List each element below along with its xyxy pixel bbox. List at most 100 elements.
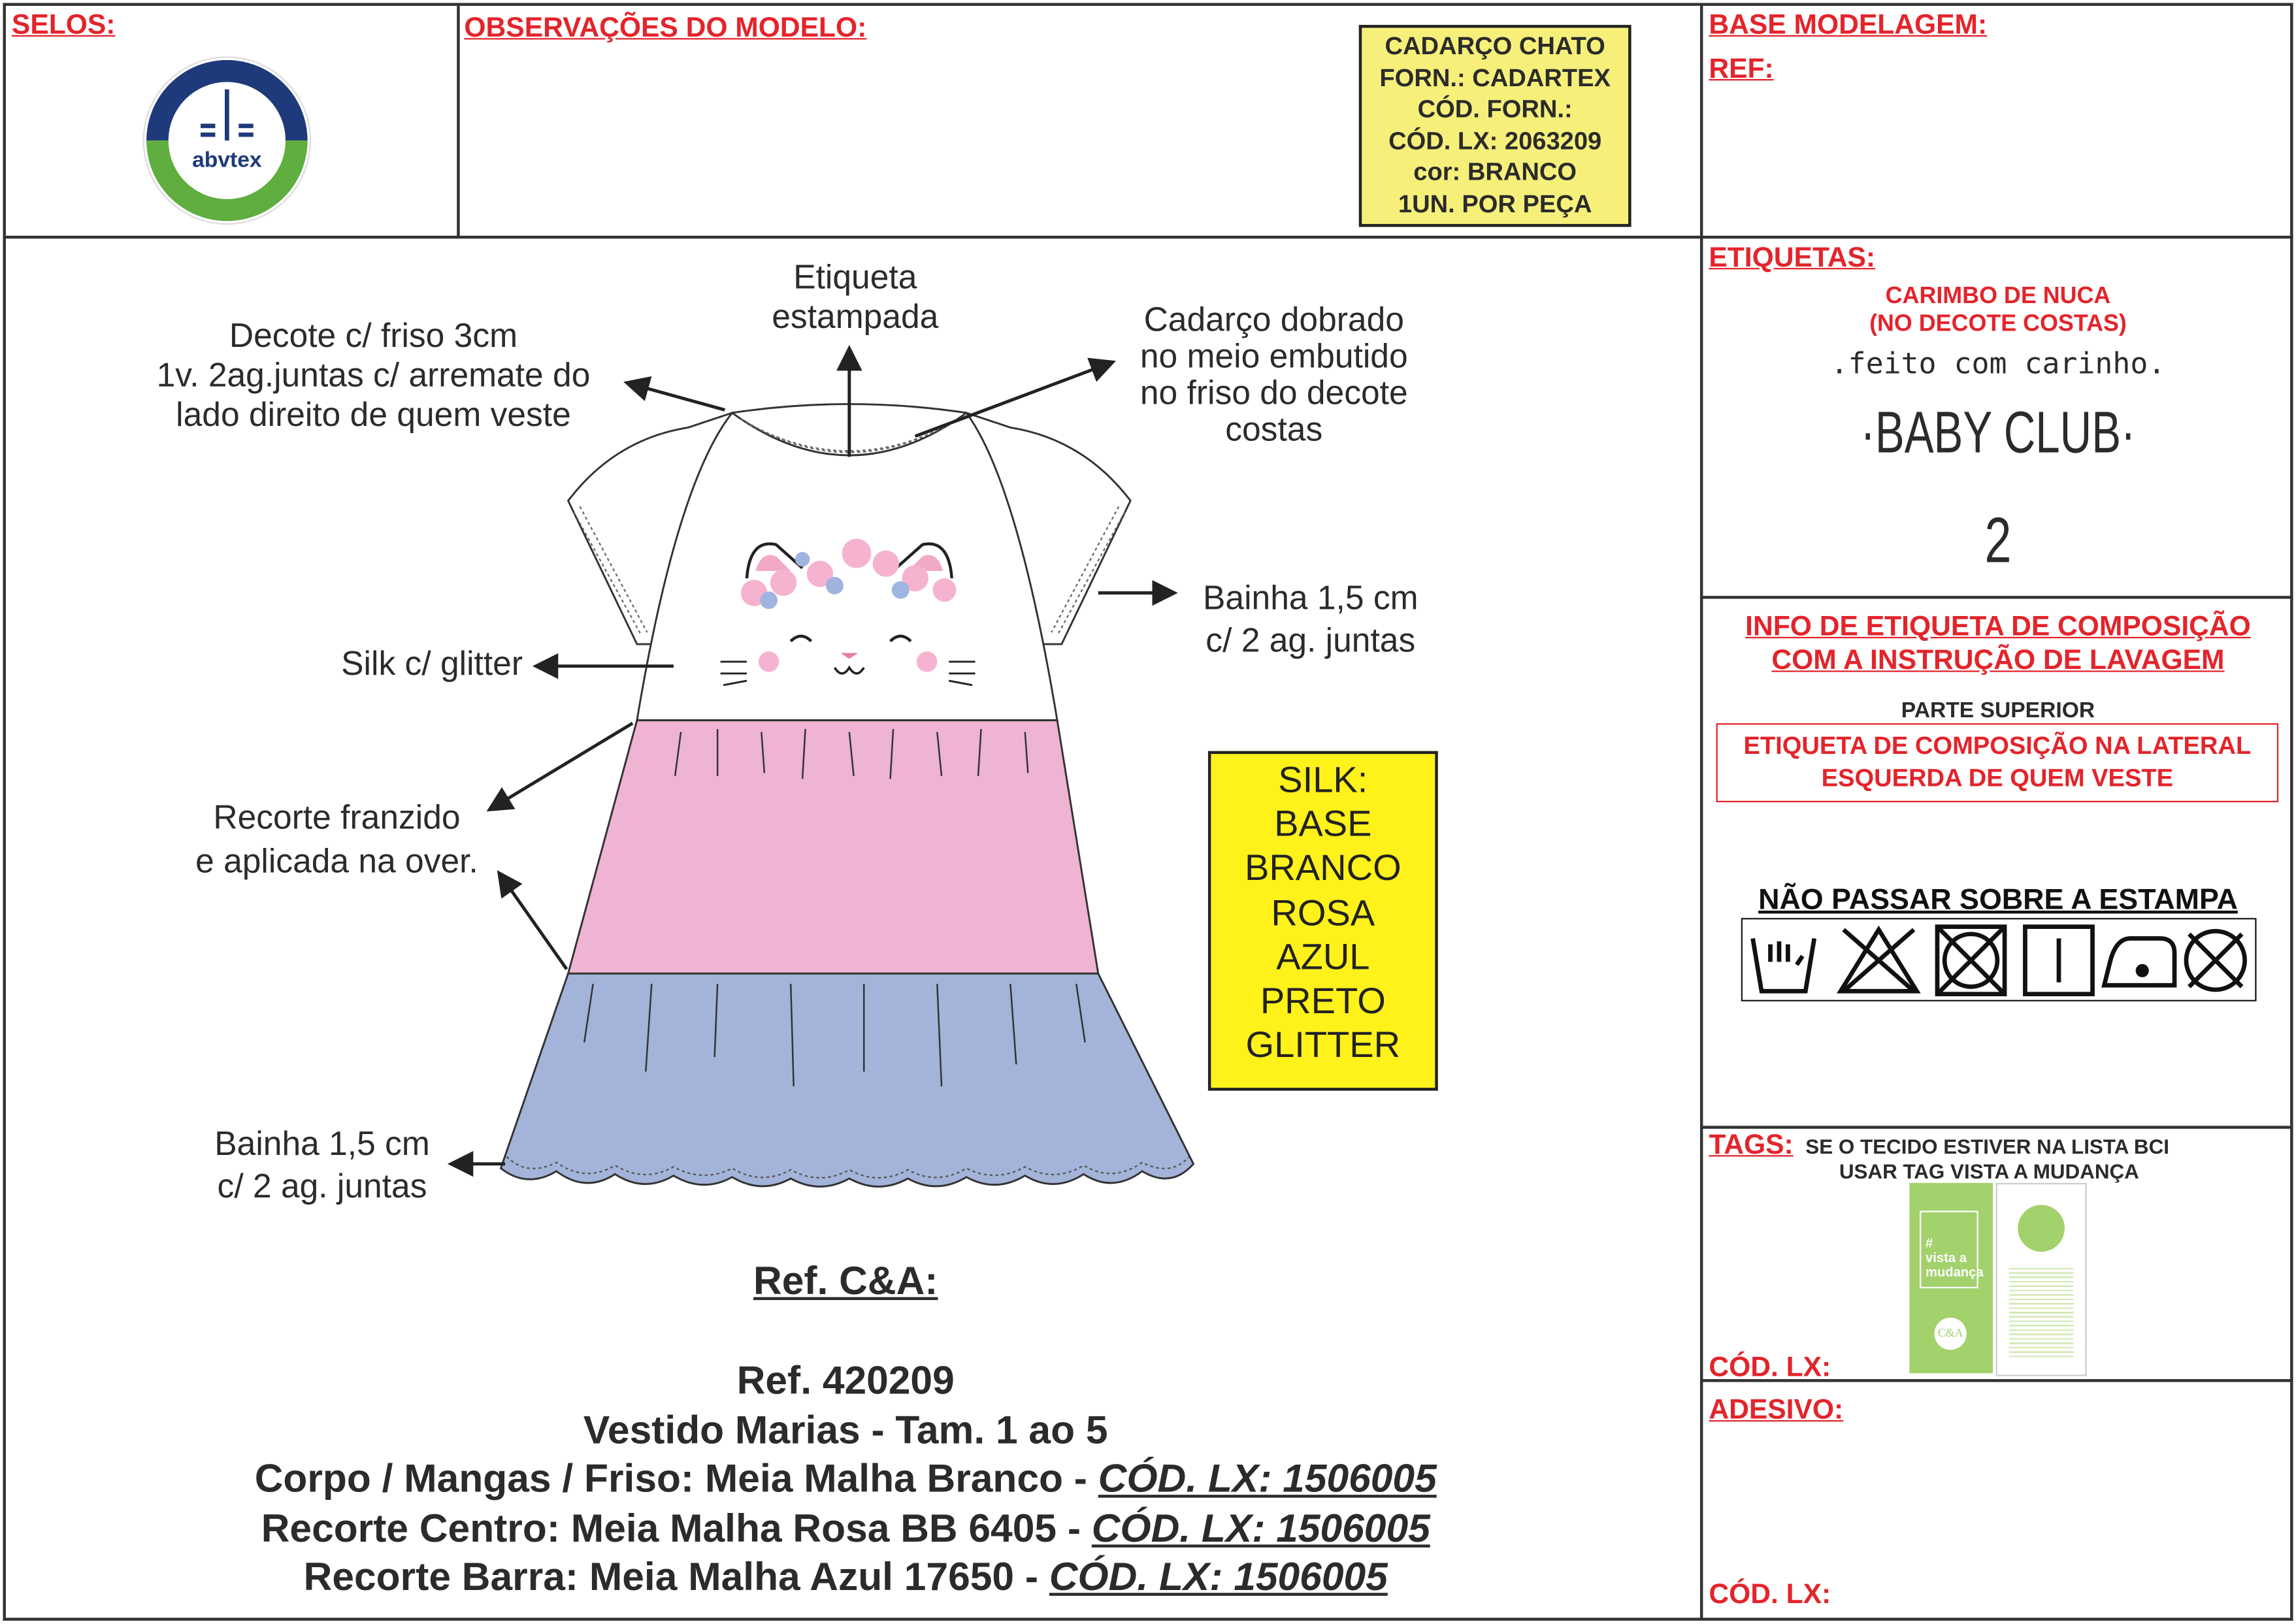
carimbo-line: (NO DECOTE COSTAS) <box>1869 312 2127 337</box>
silk-line: BASE <box>1274 804 1372 845</box>
material-text: Recorte Centro: Meia Malha Rosa BB 6405 … <box>261 1505 1092 1550</box>
annotation-line: Recorte franzido <box>213 798 461 836</box>
composicao-box-line: ETIQUETA DE COMPOSIÇÃO NA LATERAL <box>1743 732 2252 760</box>
annotation-line: estampada <box>772 297 939 336</box>
annotation-silk: Silk c/ glitter <box>341 644 523 683</box>
adesivo-cod-lx-label: CÓD. LX: <box>1709 1580 1831 1611</box>
material-code: CÓD. LX: 1506005 <box>1098 1456 1437 1501</box>
annotation-line: Bainha 1,5 cm <box>214 1124 430 1163</box>
tags-instruction-line: USAR TAG VISTA A MUDANÇA <box>1839 1159 2139 1183</box>
tags-instruction-line: SE O TECIDO ESTIVER NA LISTA BCI <box>1805 1134 2169 1158</box>
product-name: Vestido Marias - Tam. 1 ao 5 <box>583 1407 1108 1452</box>
annotation-line: no friso do decote <box>1140 373 1408 412</box>
annotation-bainha-barra: Bainha 1,5 cm c/ 2 ag. juntas <box>176 1123 468 1208</box>
silk-line: AZUL <box>1276 936 1370 978</box>
parte-superior: PARTE SUPERIOR <box>1901 698 2095 724</box>
annotation-line: no meio embutido <box>1140 336 1408 375</box>
annotation-line: lado direito de quem veste <box>176 395 571 434</box>
tags-cod-lx-label: CÓD. LX: <box>1709 1352 1831 1384</box>
arrow-recorte-2 <box>497 870 568 971</box>
observacoes-label: OBSERVAÇÕES DO MODELO: <box>464 13 867 44</box>
composicao-position-box: ETIQUETA DE COMPOSIÇÃO NA LATERAL ESQUER… <box>1716 723 2279 803</box>
annotation-line: 1v. 2ag.juntas c/ arremate do <box>156 355 591 394</box>
iron-low-icon <box>2101 936 2177 988</box>
stamp-baby-club: ·BABY CLUB· <box>1860 401 2136 466</box>
no-dry-clean-icon <box>2184 928 2247 992</box>
arrow-cadarco <box>914 357 1116 438</box>
right-sleeve <box>965 411 1132 645</box>
arrow-decote <box>623 376 726 412</box>
cadarco-line: FORN.: CADARTEX <box>1379 63 1611 92</box>
cadarco-line: CÓD. LX: 2063209 <box>1388 126 1602 155</box>
divider-v <box>457 3 460 238</box>
silk-line: BRANCO <box>1244 848 1402 890</box>
tags-instruction: SE O TECIDO ESTIVER NA LISTA BCI USAR TA… <box>1805 1135 2169 1184</box>
divider-h <box>1701 1126 2293 1129</box>
border-right <box>2290 3 2293 1621</box>
ref-details: Ref. 420209 Vestido Marias - Tam. 1 ao 5… <box>0 1357 1691 1602</box>
material-code: CÓD. LX: 1506005 <box>1049 1555 1388 1599</box>
annotation-recorte: Recorte franzido e aplicada na over. <box>161 795 513 883</box>
svg-text:abvtex: abvtex <box>192 148 262 172</box>
annotation-line: costas <box>1225 410 1323 448</box>
stamp-size: 2 <box>1984 505 2012 577</box>
stamp-feito-com-carinho: .feito com carinho. <box>1830 345 2166 381</box>
pink-tier <box>566 719 1100 975</box>
cadarco-line: cor: BRANCO <box>1413 158 1577 186</box>
cat-print <box>720 538 976 687</box>
annotation-line: e aplicada na over. <box>195 841 478 880</box>
annotation-line: Etiqueta <box>793 257 917 296</box>
annotation-etiqueta: Etiqueta estampada <box>709 257 1002 336</box>
annotation-line: c/ 2 ag. juntas <box>217 1167 427 1205</box>
arrow-recorte-1 <box>486 721 634 812</box>
ref-ca-title: Ref. C&A: <box>753 1259 938 1303</box>
care-symbols <box>1741 918 2257 1001</box>
material-text: Corpo / Mangas / Friso: Meia Malha Branc… <box>254 1456 1098 1501</box>
border-bottom <box>3 1617 2293 1621</box>
annotation-line: c/ 2 ag. juntas <box>1205 621 1416 659</box>
annotation-cadarco: Cadarço dobrado no meio embutido no fris… <box>1098 300 1450 448</box>
divider-h <box>1701 596 2293 599</box>
tag-body-text <box>2009 1265 2074 1360</box>
tag-vista-a-mudanca-front: # vista a mudança C&A <box>1909 1182 1993 1374</box>
carimbo-line: CARIMBO DE NUCA <box>1885 284 2111 309</box>
abvtex-logo: abvtex <box>142 56 312 225</box>
no-bleach-icon <box>1837 925 1921 994</box>
divider-v <box>1699 3 1703 1621</box>
annotation-line: Decote c/ friso 3cm <box>229 316 518 355</box>
border-left <box>3 3 6 1621</box>
base-modelagem-label: BASE MODELAGEM: <box>1709 10 1988 41</box>
tag-text: # <box>1926 1235 1933 1250</box>
left-sleeve <box>566 411 734 645</box>
material-text: Recorte Barra: Meia Malha Azul 17650 - <box>303 1555 1049 1599</box>
silk-line: PRETO <box>1260 981 1386 1022</box>
tag-text: mudança <box>1926 1265 1984 1280</box>
ref-label: REF: <box>1709 54 1774 85</box>
composicao-title-line: COM A INSTRUÇÃO DE LAVAGEM <box>1771 645 2225 677</box>
divider-h <box>3 235 2293 239</box>
hand-wash-icon <box>1750 937 1817 994</box>
selos-label: SELOS: <box>11 10 116 41</box>
annotation-line: Cadarço dobrado <box>1143 300 1404 338</box>
divider-h <box>1701 1379 2293 1382</box>
no-iron-warning: NÃO PASSAR SOBRE A ESTAMPA <box>1758 884 2238 917</box>
composicao-box-line: ESQUERDA DE QUEM VESTE <box>1821 764 2174 792</box>
no-tumble-dry-icon <box>1935 924 2007 997</box>
line-dry-icon <box>2023 924 2095 997</box>
cadarco-line: 1UN. POR PEÇA <box>1398 189 1592 218</box>
silk-line: ROSA <box>1271 892 1375 934</box>
cadarco-spec-box: CADARÇO CHATO FORN.: CADARTEX CÓD. FORN.… <box>1358 25 1632 227</box>
silk-line: GLITTER <box>1245 1025 1401 1067</box>
material-row: Recorte Centro: Meia Malha Rosa BB 6405 … <box>0 1504 1691 1553</box>
ref-number: Ref. 420209 <box>736 1358 955 1403</box>
tag-text: vista a <box>1926 1250 1967 1265</box>
composicao-title-line: INFO DE ETIQUETA DE COMPOSIÇÃO <box>1745 611 2251 643</box>
tag-vista-a-mudanca-back <box>1995 1182 2087 1376</box>
dress-illustration <box>447 345 1195 1188</box>
material-row: Corpo / Mangas / Friso: Meia Malha Branc… <box>0 1455 1691 1504</box>
ca-logo: C&A <box>1934 1317 1967 1350</box>
annotation-decote: Decote c/ friso 3cm 1v. 2ag.juntas c/ ar… <box>103 316 644 435</box>
cotton-icon <box>2018 1205 2065 1252</box>
composicao-title: INFO DE ETIQUETA DE COMPOSIÇÃO COM A INS… <box>1703 611 2293 678</box>
